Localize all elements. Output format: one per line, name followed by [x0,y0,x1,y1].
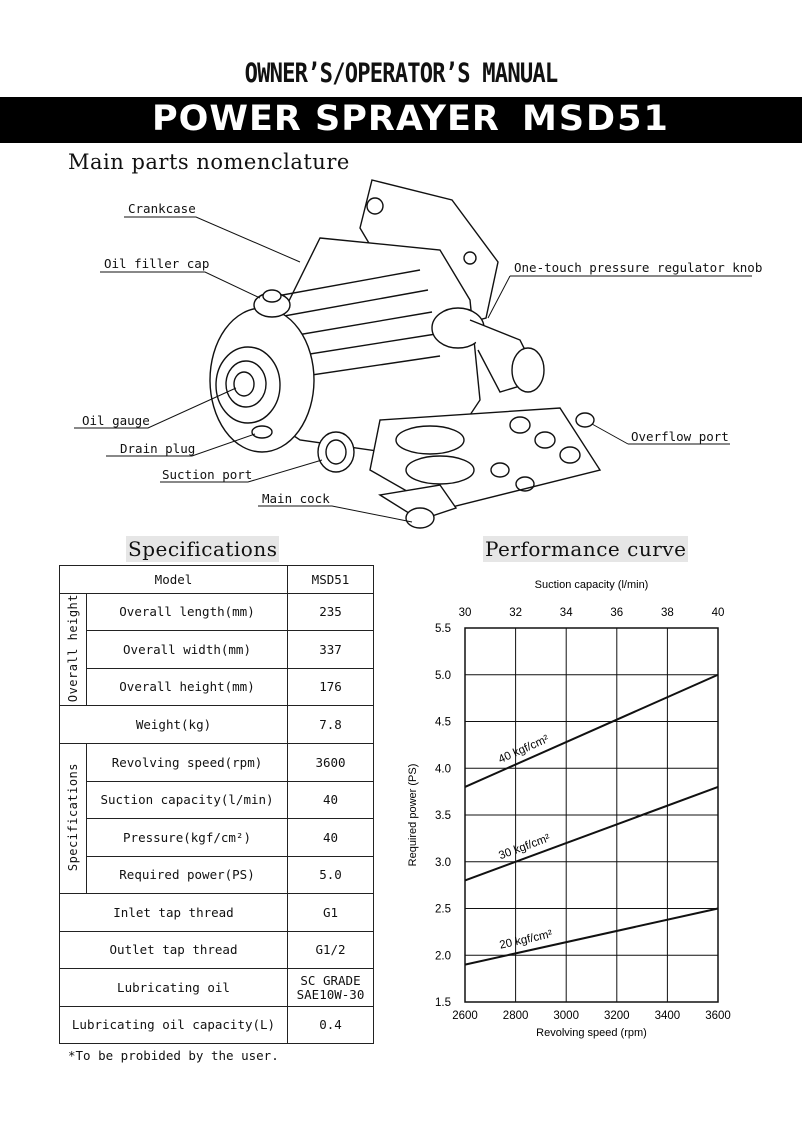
label-oil-gauge: Oil gauge [82,413,150,428]
label-suction-port: Suction port [162,467,253,482]
table-row: Lubricating oil SC GRADE SAE10W-30 [59,968,374,1008]
label-regulator-knob: One-touch pressure regulator knob [514,260,763,275]
x2-tick-label: 38 [661,607,674,619]
row-value: G1/2 [287,931,374,970]
group-specs-label: Specifications [66,763,80,872]
y-tick-label: 5.0 [435,670,451,682]
footnote: *To be probided by the user. [68,1048,279,1063]
row-value: 3600 [287,743,374,783]
x-axis-title: Revolving speed (rpm) [536,1027,647,1039]
row-value: SC GRADE SAE10W-30 [287,968,374,1008]
row-value: 7.8 [287,705,374,745]
x2-axis-title: Suction capacity (l/min) [535,579,649,591]
row-label: Required power(PS) [86,856,288,895]
row-value-line: SC GRADE [300,972,361,988]
series-line [464,786,719,882]
row-label: Suction capacity(l/min) [86,781,288,820]
row-value: G1 [287,893,374,933]
y-tick-label: 4.5 [435,717,451,729]
row-value-line: SAE10W-30 [296,986,365,1002]
table-row: Outlet tap thread G1/2 [59,931,374,970]
x2-tick-label: 30 [459,607,472,619]
row-value: 40 [287,781,374,820]
row-value: 5.0 [287,856,374,895]
label-drain-plug: Drain plug [120,441,196,456]
y-tick-label: 3.0 [435,857,451,869]
y-tick-label: 2.0 [435,950,451,962]
label-overflow-port: Overflow port [631,429,729,444]
row-label: Weight(kg) [59,705,288,745]
manual-title: OWNER’S/OPERATOR’S MANUAL [244,58,559,89]
row-value: 40 [287,818,374,858]
series-line [464,673,719,788]
specifications-table: Model MSD51 Overall height Overall lengt… [59,565,374,1045]
y-axis-title: Required power (PS) [407,764,419,867]
table-row: Specifications Revolving speed(rpm) 3600 [59,743,374,895]
x2-tick-label: 32 [509,607,522,619]
x2-tick-label: 36 [610,607,623,619]
row-label: Lubricating oil [59,968,288,1008]
group-overall: Overall height [59,592,87,707]
y-tick-label: 4.0 [435,763,451,775]
table-row: Lubricating oil capacity(L) 0.4 [59,1006,374,1045]
row-label: Overall width(mm) [86,630,288,670]
performance-heading: Performance curve [483,536,689,562]
group-overall-label: Overall height [66,594,80,703]
row-value: 235 [287,592,374,632]
row-label: Overall length(mm) [86,592,288,632]
title-bar [0,97,802,143]
x-tick-label: 2600 [452,1010,478,1022]
label-oil-filler-cap: Oil filler cap [104,256,210,271]
y-tick-label: 3.5 [435,810,451,822]
table-row: Overall height(mm) 176 [60,668,374,707]
table-row: Suction capacity(l/min) 40 [60,781,374,820]
table-row: Weight(kg) 7.8 [59,705,374,745]
nomenclature-title: Main parts nomenclature [68,150,350,174]
row-label: Outlet tap thread [59,931,288,970]
x-tick-label: 2800 [503,1010,529,1022]
table-row: Required power(PS) 5.0 [60,856,374,895]
y-tick-label: 5.5 [435,623,451,635]
group-specs: Specifications [59,743,87,895]
y-tick-label: 2.5 [435,904,451,916]
model-value: MSD51 [287,565,374,594]
chart-grid [464,627,719,1003]
row-value: 0.4 [287,1006,374,1045]
product-name: POWER SPRAYER [152,99,500,139]
model-header: Model [59,565,288,594]
table-row: Model MSD51 [59,565,374,594]
x-tick-label: 3600 [705,1010,731,1022]
table-row: Overall width(mm) 337 [60,630,374,670]
table-row: Pressure(kgf/cm²) 40 [60,818,374,858]
row-label: Pressure(kgf/cm²) [86,818,288,858]
label-main-cock: Main cock [262,491,330,506]
series-line [464,907,719,966]
row-label: Inlet tap thread [59,893,288,933]
series-label: 20 kgf/cm² [498,928,553,951]
row-value: 337 [287,630,374,670]
model-code: MSD51 [522,99,670,139]
x-tick-label: 3400 [655,1010,681,1022]
x2-tick-label: 34 [560,607,573,619]
table-row: Inlet tap thread G1 [59,893,374,933]
pump-illustration [74,179,752,529]
specifications-heading: Specifications [126,536,280,562]
chart-ticks: 2600 2800 3000 3200 3400 3600 30 32 34 36 38 40 1.5 2… [435,607,731,1022]
y-tick-label: 1.5 [435,997,451,1009]
row-label: Lubricating oil capacity(L) [59,1006,288,1045]
label-crankcase: Crankcase [128,201,196,216]
table-row: Overall height Overall length(mm) 235 [59,592,374,707]
x2-tick-label: 40 [712,607,725,619]
x-tick-label: 3200 [604,1010,630,1022]
row-label: Overall height(mm) [86,668,288,707]
row-value: 176 [287,668,374,707]
row-label: Revolving speed(rpm) [86,743,288,783]
x-tick-label: 3000 [553,1010,579,1022]
